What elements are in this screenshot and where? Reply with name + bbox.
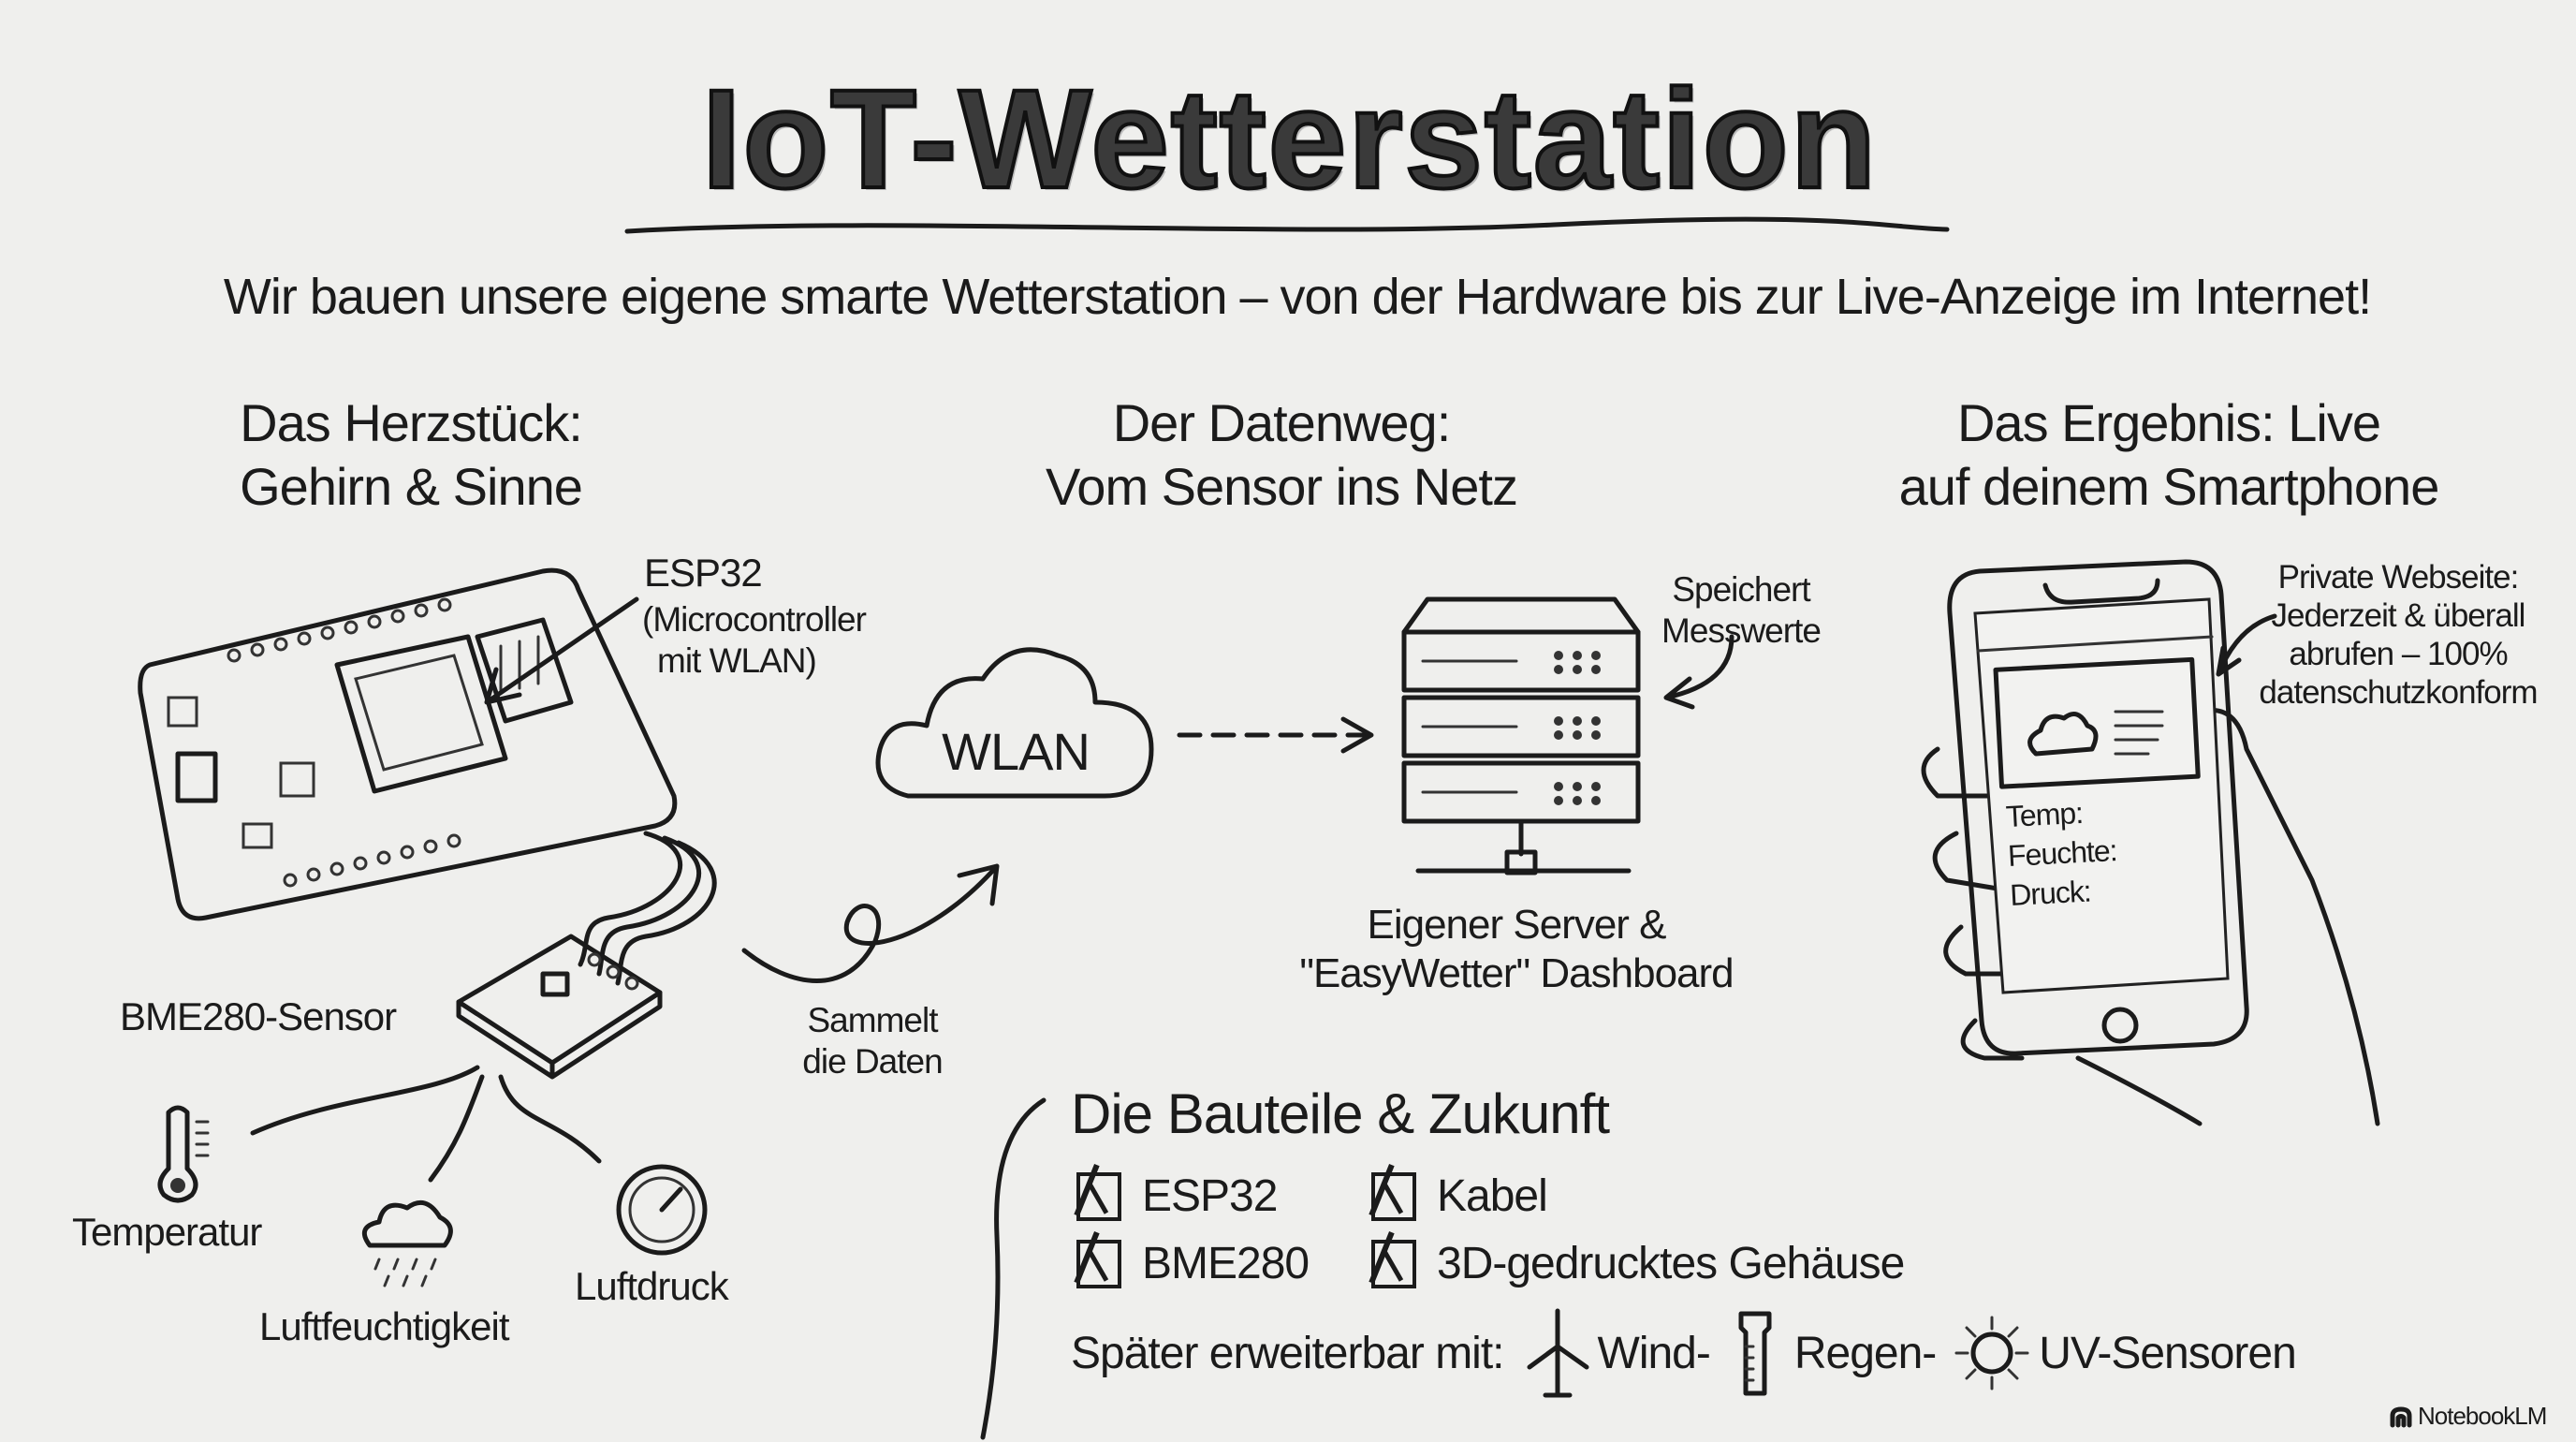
wlan-cloud-icon (875, 647, 1154, 799)
checkbox-checked-icon (1076, 1171, 1121, 1221)
heading-line: Vom Sensor ins Netz (1046, 457, 1518, 516)
phone-field-temp: Temp: (2004, 795, 2084, 834)
bme280-label: BME280-Sensor (120, 994, 397, 1038)
desc-line: (Microcontroller (642, 600, 867, 639)
rain-cloud-icon (361, 1199, 453, 1288)
title-underline (624, 216, 1950, 234)
hand-icon (1921, 707, 2380, 1126)
phone-fields: Temp: Feuchte: Druck: (2005, 791, 2120, 915)
component-label: BME280 (1142, 1239, 1310, 1288)
collect-data-label: Sammelt die Daten (802, 1000, 943, 1082)
collect-arrow (741, 863, 1000, 983)
store-pointer-arrow (1663, 634, 1734, 710)
esp32-pointer-arrow (484, 596, 639, 705)
label-line: die Daten (802, 1042, 943, 1081)
page-title: IoT-Wetterstation (700, 58, 1879, 219)
heading-line: Das Ergebnis: Live (1956, 393, 2381, 452)
desc-line: mit WLAN) (657, 641, 817, 680)
wlan-label: WLAN (942, 722, 1090, 781)
section-divider-curve (980, 1097, 1046, 1440)
sun-icon (1954, 1316, 2029, 1390)
measurement-pressure: Luftdruck (575, 1264, 729, 1308)
dashed-arrow (1177, 716, 1374, 754)
esp32-description: (Microcontroller mit WLAN) (642, 599, 867, 682)
phone-pointer-arrow (2216, 613, 2277, 677)
esp32-label: ESP32 (644, 551, 763, 595)
future-item-uv: UV-Sensoren (2039, 1328, 2296, 1378)
note-line: datenschutzkonform (2259, 674, 2538, 711)
server-label: Eigener Server & "EasyWetter" Dashboard (1299, 901, 1734, 998)
heading-line: auf deinem Smartphone (1898, 457, 2440, 516)
component-item: Kabel (1371, 1170, 1548, 1222)
esp32-board-icon (138, 567, 678, 921)
notebooklm-logo-icon (2390, 1406, 2412, 1427)
label-line: Eigener Server & (1367, 902, 1666, 948)
brand-label: NotebookLM (2418, 1402, 2547, 1430)
component-item: 3D-gedrucktes Gehäuse (1371, 1238, 1905, 1289)
private-website-note: Private Webseite: Jederzeit & überall ab… (2259, 558, 2538, 712)
checkbox-checked-icon (1371, 1171, 1416, 1221)
measurement-temperature: Temperatur (72, 1210, 262, 1254)
label-line: Messwerte (1661, 611, 1822, 650)
section-heading-dataflow: Der Datenweg: Vom Sensor ins Netz (1046, 391, 1518, 519)
future-item-wind: Wind- (1597, 1328, 1711, 1378)
phone-field-humidity: Feuchte: (2007, 832, 2118, 874)
wind-turbine-icon (1527, 1308, 1589, 1397)
label-line: "EasyWetter" Dashboard (1299, 950, 1734, 996)
section-heading-result: Das Ergebnis: Live auf deinem Smartphone (1898, 391, 2440, 519)
future-extensions: Später erweiterbar mit: Wind- Regen- UV-… (1071, 1308, 2297, 1397)
phone-field-pressure: Druck: (2009, 874, 2092, 912)
future-item-rain: Regen- (1793, 1328, 1937, 1378)
section-heading-hardware: Das Herzstück: Gehirn & Sinne (240, 391, 583, 519)
measurement-humidity: Luftfeuchtigkeit (259, 1304, 510, 1348)
thermometer-icon (157, 1105, 210, 1203)
heading-line: Das Herzstück: (240, 393, 583, 452)
subtitle: Wir bauen unsere eigene smarte Wettersta… (223, 269, 2372, 325)
bme280-sensor-icon (456, 934, 663, 1080)
note-line: Private Webseite: (2277, 559, 2520, 596)
component-label: ESP32 (1142, 1171, 1278, 1221)
sensor-cables (578, 831, 717, 986)
smartphone-icon (1947, 559, 2249, 1056)
measurement-branches (250, 1065, 602, 1183)
component-label: 3D-gedrucktes Gehäuse (1437, 1239, 1905, 1288)
component-item: ESP32 (1076, 1170, 1278, 1222)
note-line: Jederzeit & überall (2271, 597, 2526, 634)
notebooklm-brand: NotebookLM (2390, 1402, 2547, 1431)
label-line: Speichert (1672, 570, 1810, 609)
component-item: BME280 (1076, 1238, 1310, 1289)
checkbox-checked-icon (1076, 1239, 1121, 1288)
rain-gauge-icon (1738, 1311, 1772, 1395)
pressure-gauge-icon (616, 1164, 708, 1256)
server-icon (1401, 596, 1641, 876)
store-label: Speichert Messwerte (1661, 569, 1822, 652)
note-line: abrufen – 100% (2289, 636, 2508, 672)
checkbox-checked-icon (1371, 1239, 1416, 1288)
label-line: Sammelt (807, 1001, 939, 1039)
heading-line: Der Datenweg: (1112, 393, 1452, 452)
components-heading: Die Bauteile & Zukunft (1071, 1082, 1610, 1145)
heading-line: Gehirn & Sinne (240, 457, 583, 516)
component-label: Kabel (1437, 1171, 1548, 1221)
future-label: Später erweiterbar mit: (1071, 1328, 1505, 1378)
